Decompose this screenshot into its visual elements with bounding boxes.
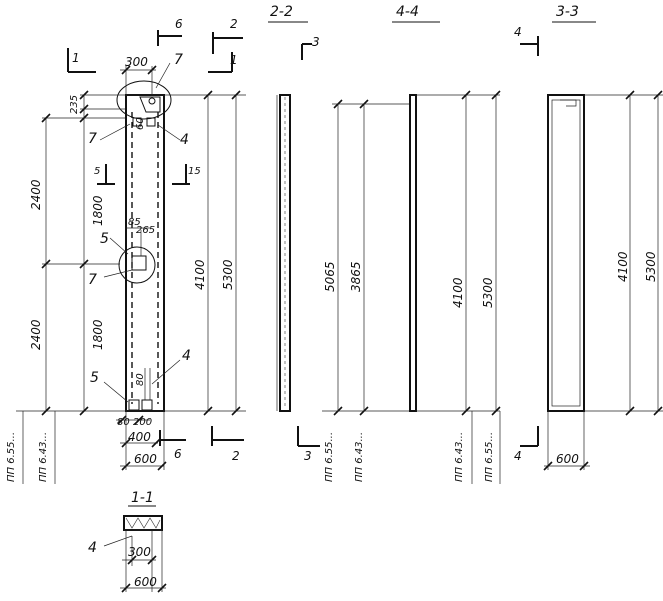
cut-2-bottom: 2 [232, 449, 240, 463]
dim-600-33: 600 [556, 452, 579, 466]
dim-bot-80b: 80 [135, 373, 146, 386]
dim-5065: 5065 [323, 261, 337, 292]
bottom-embed-right [141, 399, 153, 411]
cut-2-top-b: 1 [230, 53, 238, 67]
node-circle-top [116, 80, 172, 120]
title-2-2: 2-2 [270, 4, 293, 20]
cut-6-top: 6 [175, 17, 183, 31]
cut-6-bottom: 6 [174, 447, 182, 461]
section-44-body [409, 94, 417, 412]
mark-pp643-main: ПП 6.43... [38, 432, 49, 482]
dim-5300-44: 5300 [481, 277, 495, 308]
cut-15: 15 [188, 166, 201, 177]
title-1-1: 1-1 [131, 490, 154, 506]
main-elevation: 2400 1800 2400 1800 235 300 4100 5300 85… [6, 17, 246, 484]
title-3-3: 3-3 [556, 4, 579, 20]
callout-4-top: 4 [180, 132, 189, 148]
dim-80: 80 [117, 417, 130, 428]
dim-600-sec: 600 [134, 575, 157, 589]
section-1-1: 1-1 300 600 4 [88, 490, 167, 593]
top-hole [148, 97, 156, 105]
callout-4-section: 4 [88, 540, 97, 556]
dim-265: 265 [136, 225, 155, 236]
callout-5-mid: 5 [100, 231, 109, 247]
callout-7-left: 7 [88, 131, 97, 147]
dim-2400-top: 2400 [29, 179, 43, 210]
callout-5-bottom: 5 [90, 370, 99, 386]
mark-pp655-44: ПП 6.55... [484, 432, 495, 482]
dim-4100-44: 4100 [451, 277, 465, 308]
dim-3865: 3865 [349, 261, 363, 292]
cut-5: 5 [94, 166, 100, 177]
callout-7-mid: 7 [88, 272, 97, 288]
dim-5300-33: 5300 [644, 251, 658, 282]
dim-200: 200 [133, 417, 152, 428]
cut-1: 1 [72, 51, 80, 65]
dim-400: 400 [128, 430, 151, 444]
cut-4-top: 4 [514, 25, 522, 39]
top-cap-detail [139, 96, 161, 113]
dim-60-top: 60 [135, 117, 146, 130]
dim-235: 235 [69, 95, 80, 114]
dim-4100-main: 4100 [193, 259, 207, 290]
section-22-body [279, 94, 291, 412]
dim-300-sec: 300 [128, 545, 151, 559]
bottom-embed-left [128, 399, 140, 411]
dim-5300-main: 5300 [221, 259, 235, 290]
cut-2-top: 2 [230, 17, 238, 31]
dim-1800-top: 1800 [91, 195, 105, 226]
section-2-2: 2-2 3 5065 3865 3 ПП 6.55... ПП 6.43... [268, 4, 410, 482]
cut-3-bottom: 3 [304, 449, 312, 463]
title-4-4: 4-4 [396, 4, 419, 20]
mid-embed [131, 255, 147, 271]
dim-300-top: 300 [125, 55, 148, 69]
node-circle-mid [118, 246, 156, 284]
mark-pp655-22: ПП 6.55... [324, 432, 335, 482]
dim-85: 85 [128, 217, 141, 228]
callout-7-top: 7 [174, 52, 183, 68]
mark-pp643-44: ПП 6.43... [454, 432, 465, 482]
dim-2400-bottom: 2400 [29, 319, 43, 350]
cut-3-top: 3 [312, 35, 320, 49]
cut-4-bottom: 4 [514, 449, 522, 463]
mark-pp643-22: ПП 6.43... [354, 432, 365, 482]
section-3-3: 3-3 4 4100 5300 4 600 [514, 4, 663, 471]
section-33-body [547, 94, 585, 412]
dim-4100-33: 4100 [616, 251, 630, 282]
callout-4-bottom: 4 [182, 348, 191, 364]
dim-1800-bottom: 1800 [91, 319, 105, 350]
mark-pp655-main: ПП 6.55... [6, 432, 17, 482]
dim-600-main: 600 [134, 452, 157, 466]
section-4-4: 4-4 4100 5300 ПП 6.43... ПП 6.55... [392, 4, 501, 484]
